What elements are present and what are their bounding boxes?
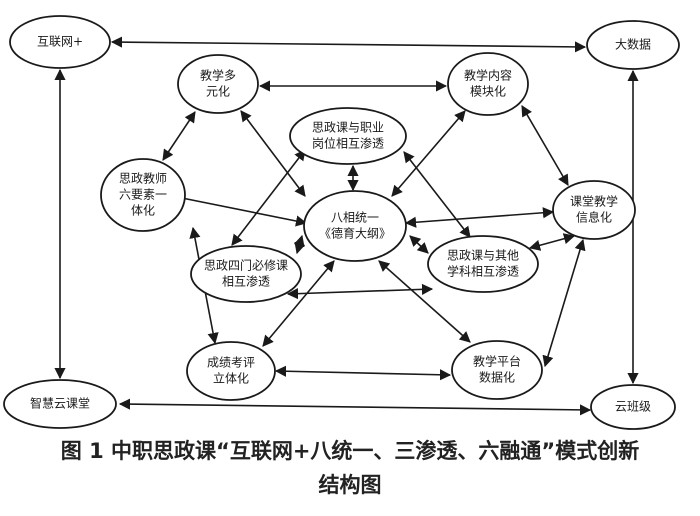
node-label: 成绩考评 bbox=[207, 356, 255, 370]
node-label: 《德育大纲》 bbox=[319, 226, 391, 241]
double-arrow bbox=[378, 260, 471, 343]
node-label: 云班级 bbox=[615, 400, 651, 414]
node-ellipse bbox=[186, 341, 276, 401]
node-label: 智慧云课堂 bbox=[30, 396, 90, 411]
node-label: 元化 bbox=[206, 85, 230, 99]
double-arrow bbox=[542, 238, 586, 368]
node-label: 体化 bbox=[131, 204, 155, 218]
node-ellipse bbox=[9, 15, 111, 69]
figure-caption: 图 1 中职思政课“互联网+八统一、三渗透、六融通”模式创新 结构图 bbox=[0, 434, 700, 502]
double-arrow bbox=[110, 36, 587, 53]
node-label: 六要素一 bbox=[119, 188, 167, 202]
caption-line-1: 图 1 中职思政课“互联网+八统一、三渗透、六融通”模式创新 bbox=[60, 439, 640, 463]
node-ellipse bbox=[190, 245, 302, 303]
double-arrow bbox=[409, 235, 429, 254]
double-arrow bbox=[162, 111, 196, 161]
node-ellipse bbox=[100, 158, 186, 232]
node-ellipse bbox=[586, 20, 680, 70]
diagram-nodes: 互联网+大数据智慧云课堂云班级教学多元化教学内容模块化思政课与职业岗位相互渗透思… bbox=[3, 15, 680, 430]
node-label: 信息化 bbox=[576, 210, 612, 225]
node-ellipse bbox=[303, 190, 407, 262]
node-label: 相互渗透 bbox=[222, 274, 270, 289]
node-hulianwang: 互联网+ bbox=[9, 15, 111, 69]
node-label: 岗位相互渗透 bbox=[312, 136, 384, 151]
node-label: 模块化 bbox=[470, 85, 506, 99]
node-label: 八相统一 bbox=[331, 211, 379, 225]
node-label: 思政课与职业 bbox=[312, 121, 384, 135]
node-label: 课堂教学 bbox=[570, 194, 618, 209]
double-arrow bbox=[404, 207, 555, 228]
node-label: 数据化 bbox=[479, 370, 515, 385]
node-ellipse bbox=[177, 54, 259, 114]
node-label: 思政课与其他 bbox=[447, 249, 519, 263]
double-arrow bbox=[274, 365, 452, 381]
node-ellipse bbox=[289, 107, 407, 165]
node-label: 学科相互渗透 bbox=[447, 264, 519, 279]
node-label: 互联网+ bbox=[37, 35, 83, 49]
node-label: 教学内容 bbox=[464, 68, 512, 83]
node-label: 教学多 bbox=[200, 68, 236, 83]
node-label: 思政四门必修课 bbox=[204, 258, 288, 273]
node-dashuju: 大数据 bbox=[586, 20, 680, 70]
double-arrow bbox=[170, 192, 308, 227]
node-zhihui: 智慧云课堂 bbox=[3, 379, 117, 429]
node-label: 思政教师 bbox=[119, 171, 167, 186]
node-ellipse bbox=[590, 384, 676, 430]
node-ellipse bbox=[3, 379, 117, 429]
node-ellipse bbox=[552, 180, 636, 240]
double-arrow bbox=[118, 398, 592, 416]
double-arrow bbox=[521, 105, 569, 186]
node-label: 教学平台 bbox=[473, 354, 521, 369]
node-label: 大数据 bbox=[615, 37, 651, 52]
node-ellipse bbox=[427, 235, 539, 293]
double-arrow bbox=[528, 233, 576, 251]
caption-line-2: 结构图 bbox=[318, 473, 382, 497]
node-yunbanji: 云班级 bbox=[590, 384, 676, 430]
node-label: 立体化 bbox=[213, 371, 249, 386]
double-arrow bbox=[262, 260, 335, 347]
structure-diagram: 互联网+大数据智慧云课堂云班级教学多元化教学内容模块化思政课与职业岗位相互渗透思… bbox=[3, 15, 680, 430]
node-ellipse bbox=[447, 52, 529, 116]
double-arrow bbox=[403, 151, 471, 238]
double-arrow bbox=[231, 149, 306, 246]
connector-arrows bbox=[54, 36, 639, 416]
double-arrow bbox=[293, 234, 306, 255]
node-ellipse bbox=[451, 340, 543, 400]
node-bazhang: 八相统一《德育大纲》 bbox=[303, 190, 407, 262]
